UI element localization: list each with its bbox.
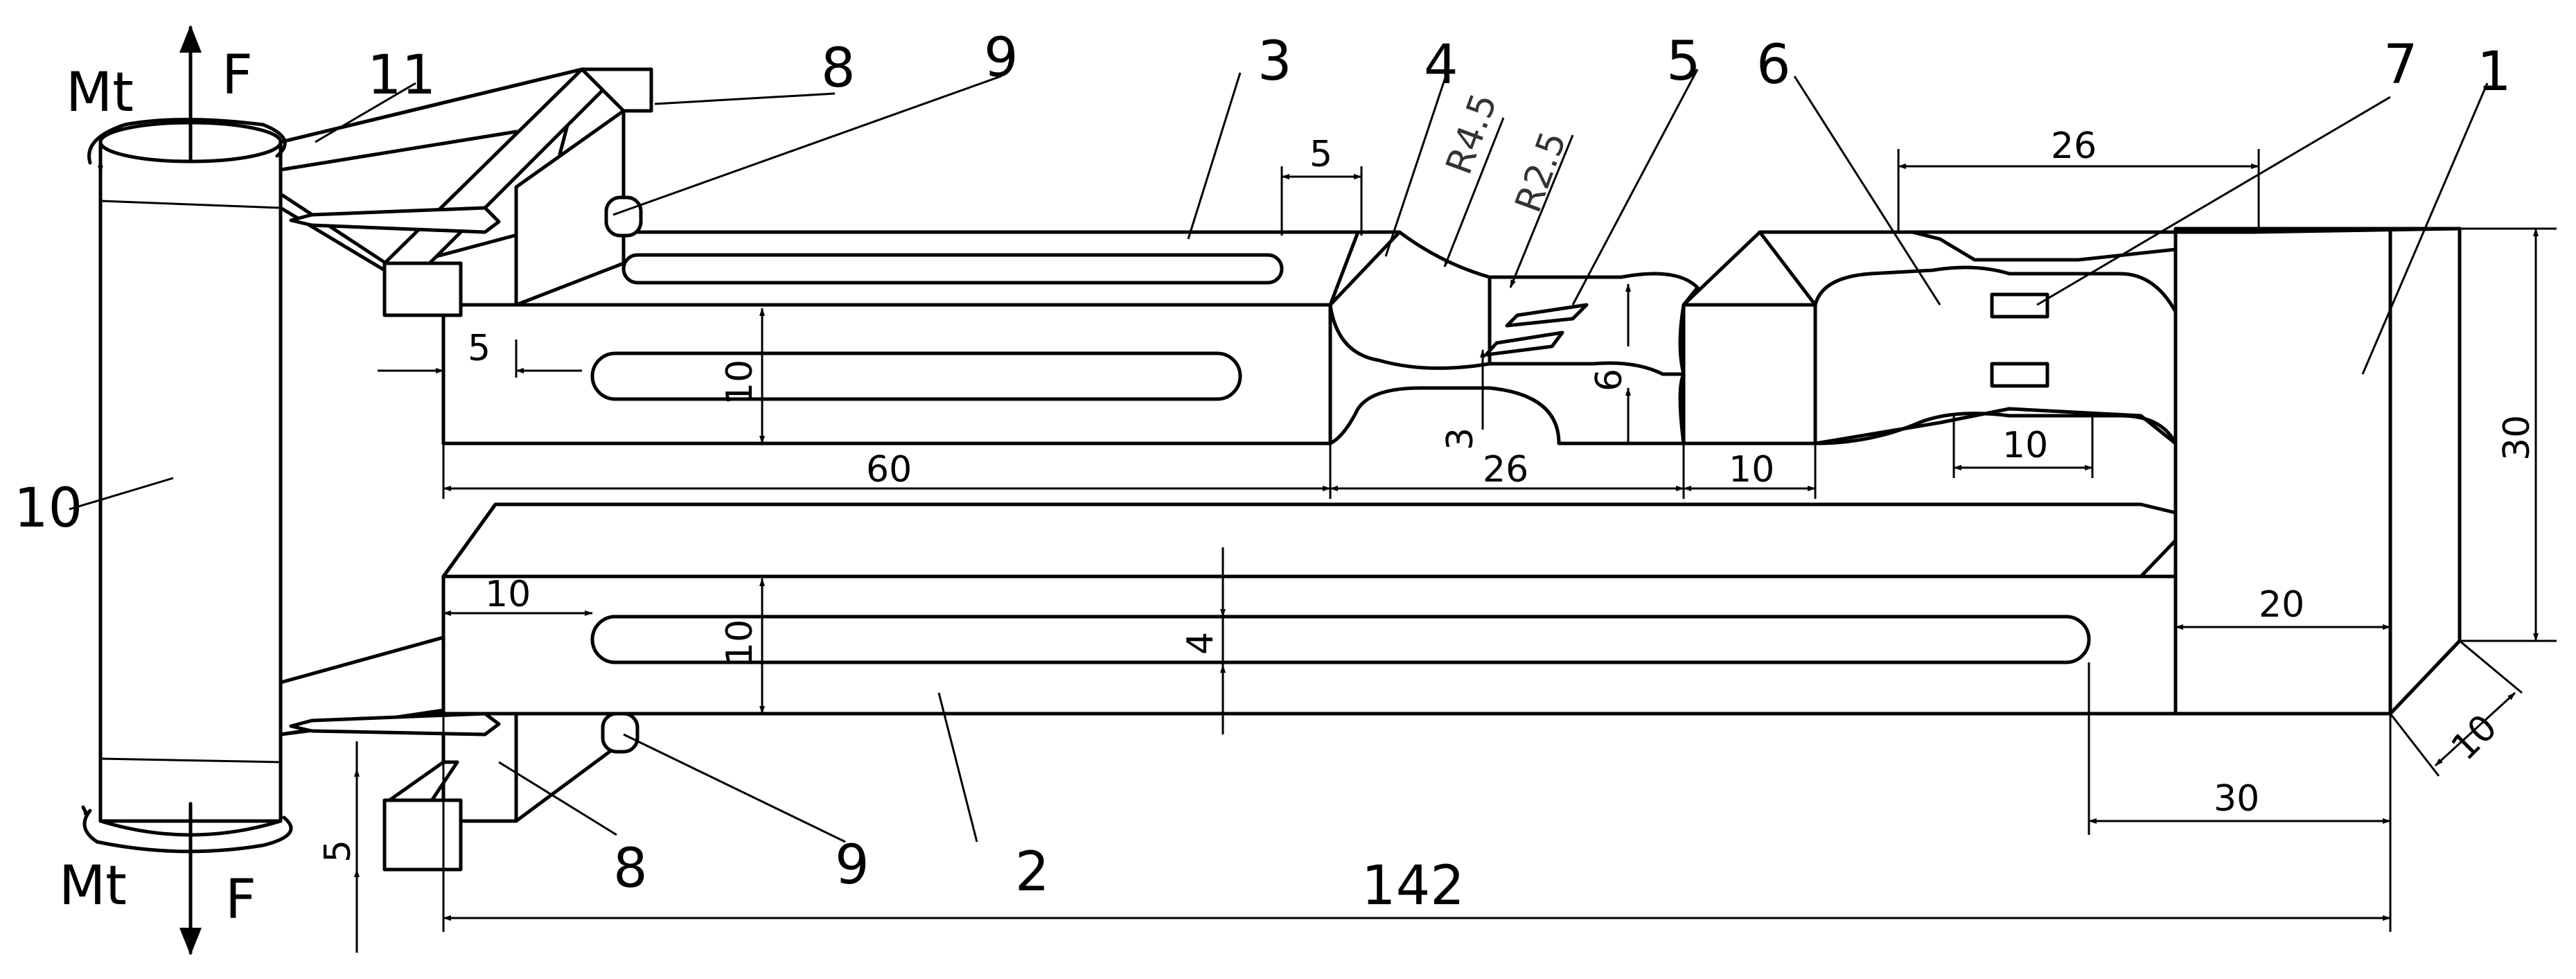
dim-3: 3 bbox=[1440, 427, 1481, 450]
label-part-6: 6 bbox=[1756, 34, 1791, 96]
dim-10-thickness: 10 bbox=[2444, 707, 2505, 768]
label-radius-large: R4.5 bbox=[1438, 88, 1506, 179]
dimension-lines bbox=[354, 117, 2557, 953]
label-part-1: 1 bbox=[2477, 41, 2512, 103]
dim-10-left-lower: 10 bbox=[485, 574, 531, 615]
label-force-bottom: F bbox=[225, 869, 256, 931]
torque-arrow-top bbox=[87, 118, 287, 165]
upper-connector bbox=[279, 67, 653, 317]
base-grip bbox=[2173, 227, 2462, 716]
dim-20: 20 bbox=[2259, 584, 2304, 626]
gauge-rect-2 bbox=[1990, 362, 2049, 388]
dim-26-mid: 26 bbox=[1483, 449, 1528, 491]
middle-section bbox=[1682, 227, 2462, 446]
strain-gauge-1 bbox=[1505, 303, 1589, 328]
label-part-8-bottom: 8 bbox=[613, 838, 648, 900]
lower-slot bbox=[590, 615, 2091, 664]
gauge-rect-1 bbox=[1990, 292, 2049, 319]
dim-6: 6 bbox=[1589, 369, 1630, 391]
label-part-5: 5 bbox=[1666, 30, 1701, 93]
dim-30-height: 30 bbox=[2496, 415, 2538, 461]
dimension-labels: 5 26 5 10 6 3 60 26 10 10 30 10 10 4 20 … bbox=[317, 125, 2538, 917]
part-labels: 1 2 3 4 5 6 7 8 8 9 9 10 11 bbox=[14, 27, 2512, 903]
strain-gauge-2 bbox=[1484, 330, 1564, 357]
label-radius-small: R2.5 bbox=[1508, 126, 1575, 218]
dim-5-left: 5 bbox=[468, 328, 491, 369]
label-part-2: 2 bbox=[1015, 841, 1050, 903]
label-torque-bottom: Mt bbox=[59, 855, 127, 917]
dim-10-upper-slot: 10 bbox=[719, 360, 761, 405]
dim-26-top: 26 bbox=[2051, 125, 2097, 167]
label-part-9-bottom: 9 bbox=[835, 834, 870, 897]
dim-142: 142 bbox=[1361, 855, 1465, 917]
label-part-11: 11 bbox=[367, 44, 436, 107]
upper-arm bbox=[441, 230, 1402, 446]
upper-slot-top bbox=[621, 253, 1284, 285]
dim-10-gauge: 10 bbox=[2002, 425, 2048, 466]
load-labels: Mt F Mt F bbox=[59, 44, 256, 931]
dim-5-top: 5 bbox=[1309, 134, 1332, 175]
lower-arm bbox=[441, 502, 2178, 716]
upper-slot-front bbox=[590, 351, 1242, 401]
dim-30-lower: 30 bbox=[2214, 778, 2259, 820]
gauge-section bbox=[1328, 230, 1700, 446]
label-part-9-top: 9 bbox=[984, 27, 1018, 89]
label-part-8-top: 8 bbox=[821, 37, 856, 100]
load-arrows bbox=[81, 25, 293, 955]
dim-10-lower-slot: 10 bbox=[719, 619, 761, 665]
radius-labels: R4.5 R2.5 bbox=[1438, 88, 1575, 218]
lower-connector bbox=[279, 635, 639, 872]
leader-lines bbox=[69, 69, 2489, 843]
label-part-10: 10 bbox=[14, 477, 82, 540]
dim-5-bottom: 5 bbox=[317, 840, 359, 863]
rod bbox=[98, 121, 283, 837]
label-torque-top: Mt bbox=[66, 62, 134, 124]
dim-10-mid: 10 bbox=[1729, 449, 1774, 491]
dim-60: 60 bbox=[866, 449, 912, 491]
label-part-7: 7 bbox=[2383, 34, 2418, 96]
label-part-3: 3 bbox=[1258, 30, 1292, 93]
dim-4: 4 bbox=[1180, 632, 1221, 655]
label-part-4: 4 bbox=[1424, 34, 1458, 96]
label-force-top: F bbox=[222, 44, 253, 107]
torque-arrow-bottom bbox=[82, 809, 293, 854]
